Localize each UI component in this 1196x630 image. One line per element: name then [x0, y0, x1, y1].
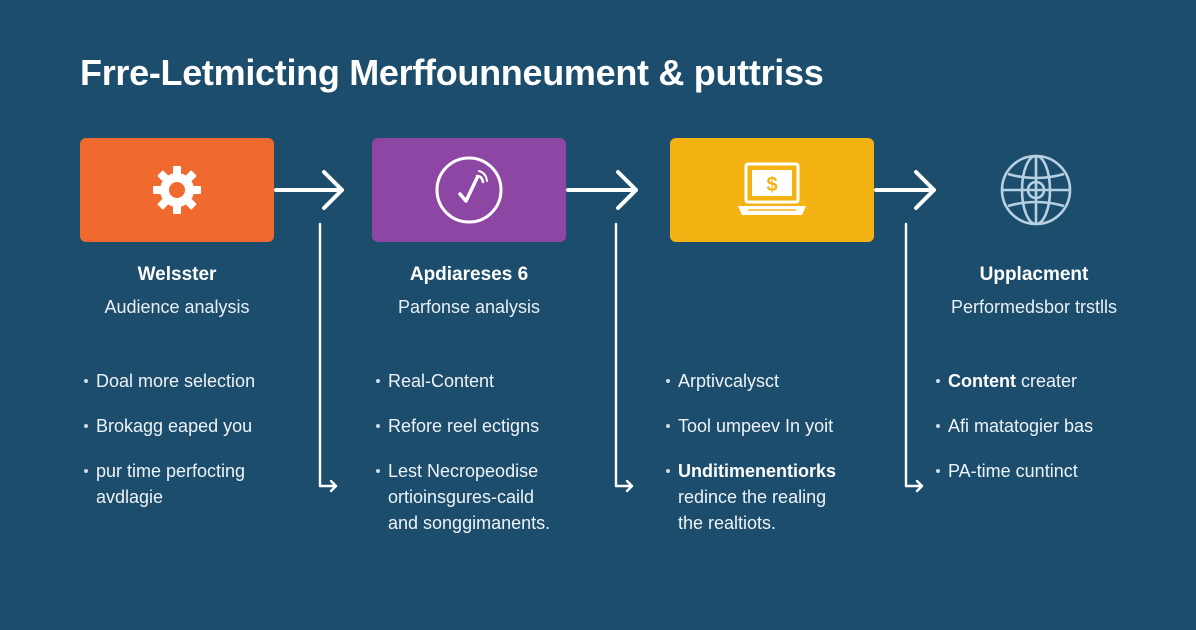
bullet-dot-icon [666, 424, 670, 428]
page-title: Frre-Letmicting Merffounneument & puttri… [80, 52, 824, 93]
item-text-continued: ortioinsgures-caild [388, 487, 535, 507]
item-text: Real-Content [388, 371, 495, 391]
bullet-dot-icon [936, 424, 940, 428]
bullet-dot-icon [376, 379, 380, 383]
stage-3-card: $ [670, 138, 874, 242]
item-text: pur time perfocting [96, 461, 246, 481]
item-text-bold: Content [948, 371, 1016, 391]
stage-2-heading: Apdiareses 6 Parfonse analysis [360, 262, 578, 320]
stage-1-heading: Welsster Audience analysis [78, 262, 276, 320]
gear-icon [147, 160, 207, 220]
item-text-continued: the realtiots. [678, 513, 777, 533]
list-item: Afi matatogier bas [932, 413, 1093, 439]
bullet-dot-icon [84, 469, 88, 473]
item-text: Refore reel ectigns [388, 416, 540, 436]
stage-4-card [966, 138, 1106, 242]
stage-subtitle: Performedsbor trstlls [950, 297, 1118, 317]
stage-4-list: Content creater Afi matatogier bas PA-ti… [932, 368, 1093, 503]
list-item: PA-time cuntinct [932, 458, 1093, 484]
item-text: Tool umpeev In yoit [678, 416, 834, 436]
bullet-dot-icon [84, 379, 88, 383]
stage-2-card [372, 138, 566, 242]
laptop-dollar-icon: $ [732, 158, 812, 222]
stage-title: Welsster [137, 264, 217, 285]
list-item: Refore reel ectigns [372, 413, 550, 439]
bullet-dot-icon [376, 424, 380, 428]
item-text: Lest Necropeodise [388, 461, 539, 481]
stage-title: Upplacment [979, 264, 1089, 285]
down-arrow-icon [614, 222, 634, 493]
item-text-continued: redince the realing [678, 487, 827, 507]
svg-text:$: $ [766, 174, 777, 196]
bullet-dot-icon [84, 424, 88, 428]
list-item: Content creater [932, 368, 1093, 394]
arrow-right-icon [566, 170, 638, 210]
bullet-dot-icon [376, 469, 380, 473]
list-item: Tool umpeev In yoit [662, 413, 836, 439]
bullet-dot-icon [666, 379, 670, 383]
arrow-right-icon [274, 170, 344, 210]
list-item: Brokagg eaped you [80, 413, 255, 439]
item-text-continued: and songgimanents. [388, 513, 551, 533]
down-arrow-icon [904, 222, 924, 493]
globe-icon [998, 152, 1074, 228]
list-item: Unditimenentiorks redince the realing the … [662, 458, 836, 536]
bullet-dot-icon [936, 469, 940, 473]
list-item: Lest Necropeodise ortioinsgures-caild and … [372, 458, 550, 536]
item-text-continued: avdlagie [96, 487, 164, 507]
stage-1-list: Doal more selection Brokagg eaped you pu… [80, 368, 255, 529]
item-text: creater [1015, 371, 1078, 391]
item-text: Doal more selection [96, 371, 256, 391]
item-text: Afi matatogier bas [948, 416, 1094, 436]
stage-3-list: Arptivcalysct Tool umpeev In yoit Unditi… [662, 368, 836, 555]
item-text: Arptivcalysct [678, 371, 780, 391]
item-text: Unditimenentiorks [678, 461, 837, 481]
stage-1-card [80, 138, 274, 242]
clock-check-icon [433, 154, 505, 226]
stage-subtitle: Parfonse analysis [397, 297, 541, 317]
stage-2-list: Real-Content Refore reel ectigns Lest Ne… [372, 368, 550, 555]
item-text: PA-time cuntinct [948, 461, 1078, 481]
bullet-dot-icon [936, 379, 940, 383]
arrow-right-icon [874, 170, 936, 210]
list-item: Doal more selection [80, 368, 255, 394]
bullet-dot-icon [666, 469, 670, 473]
list-item: pur time perfocting avdlagie [80, 458, 255, 510]
list-item: Real-Content [372, 368, 550, 394]
stage-title: Apdiareses 6 [409, 264, 529, 285]
stage-4-heading: Upplacment Performedsbor trstlls [924, 262, 1144, 320]
item-text: Brokagg eaped you [96, 416, 253, 436]
list-item: Arptivcalysct [662, 368, 836, 394]
down-arrow-icon [318, 222, 338, 493]
stage-subtitle: Audience analysis [104, 297, 250, 317]
